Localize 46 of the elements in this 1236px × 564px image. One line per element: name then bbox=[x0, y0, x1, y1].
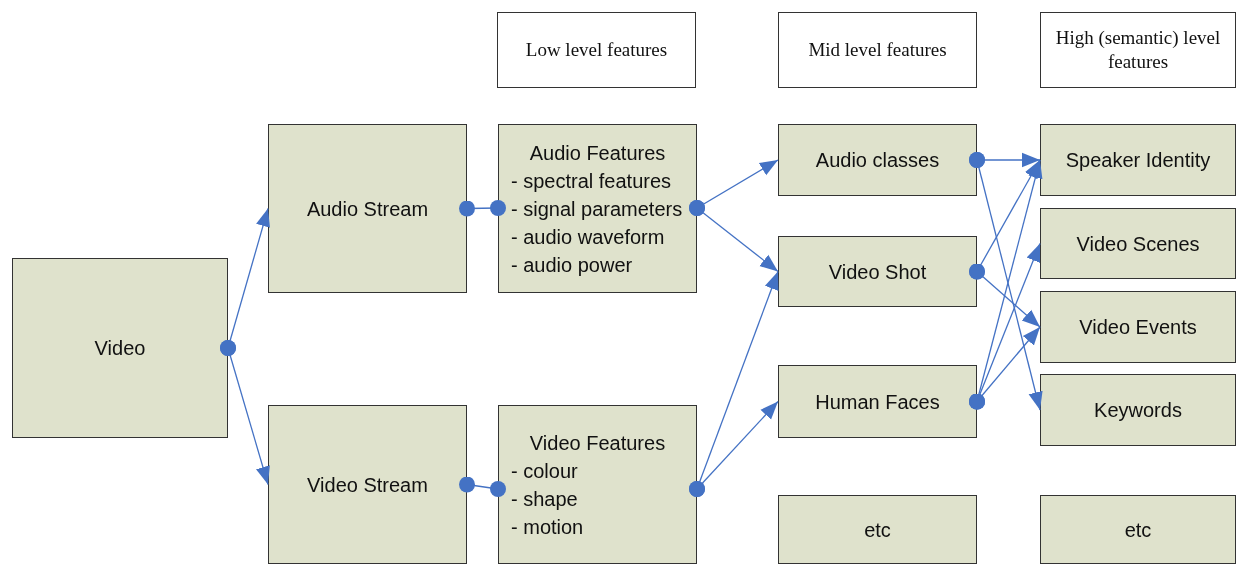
process-box bbox=[498, 405, 697, 564]
box-label: Video bbox=[94, 336, 146, 361]
column-header-box bbox=[1040, 12, 1236, 88]
process-box bbox=[1040, 208, 1236, 279]
process-box bbox=[12, 258, 228, 438]
column-header-box bbox=[778, 12, 977, 88]
box-label: Speaker Identity bbox=[1065, 148, 1211, 173]
box-label: Video Shot bbox=[828, 259, 927, 285]
box-label: Human Faces bbox=[815, 389, 940, 415]
box-label: Keywords bbox=[1094, 398, 1182, 423]
process-box bbox=[778, 495, 977, 564]
box-label: etc bbox=[864, 517, 891, 543]
box-label: Audio classes bbox=[815, 148, 940, 173]
process-box bbox=[778, 365, 977, 438]
list-item: - colour bbox=[511, 458, 579, 484]
process-box bbox=[268, 124, 467, 293]
list-item: - motion bbox=[511, 514, 585, 540]
process-box bbox=[1040, 374, 1236, 446]
process-box bbox=[498, 124, 697, 293]
list-item: - signal parameters bbox=[511, 196, 684, 222]
list-item: - audio waveform bbox=[511, 224, 666, 250]
process-box bbox=[1040, 495, 1236, 564]
box-heading: Video Features bbox=[529, 430, 666, 456]
arrow bbox=[969, 263, 1041, 328]
box-label: etc bbox=[1124, 517, 1152, 543]
arrow bbox=[220, 340, 270, 486]
arrow bbox=[689, 200, 779, 273]
box-label: Video Scenes bbox=[1076, 231, 1200, 257]
arrow bbox=[689, 400, 779, 497]
box-label: Audio Stream bbox=[306, 196, 429, 222]
process-box bbox=[1040, 124, 1236, 196]
process-box bbox=[778, 236, 977, 307]
list-item: - shape bbox=[511, 486, 579, 512]
box-label: Video Stream bbox=[307, 472, 428, 498]
list-item: - audio power bbox=[511, 252, 634, 278]
box-label: Mid level features bbox=[808, 38, 947, 62]
arrow bbox=[969, 326, 1041, 410]
box-label: High (semantic) level features bbox=[1054, 26, 1222, 74]
process-box bbox=[268, 405, 467, 564]
process-box bbox=[1040, 291, 1236, 363]
box-label: Low level features bbox=[525, 38, 668, 62]
process-box bbox=[778, 124, 977, 196]
box-heading: Audio Features bbox=[529, 140, 666, 166]
column-header-box bbox=[497, 12, 696, 88]
box-label: Video Events bbox=[1079, 315, 1197, 340]
list-item: - spectral features bbox=[511, 168, 673, 194]
